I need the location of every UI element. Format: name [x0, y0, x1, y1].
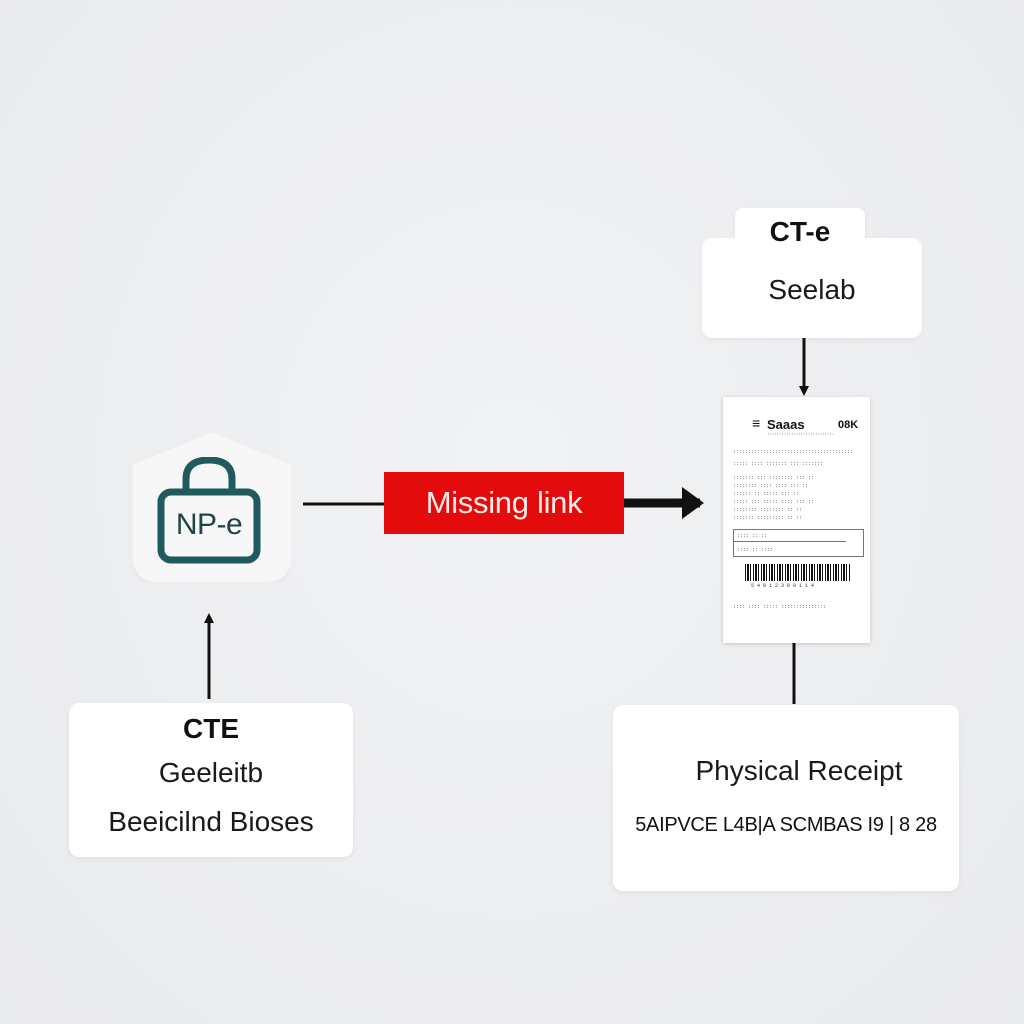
receipt-total-row: :::: :: ::::	[737, 547, 774, 553]
physical-receipt-title: Physical Receipt	[695, 755, 903, 786]
receipt-totals-divider	[733, 541, 846, 542]
missing-link-banner: Missing link	[384, 472, 624, 534]
receipt-logo-mark: ≡	[752, 417, 761, 433]
np-e-label: NP-e	[175, 508, 243, 541]
receipt-line: ::::: ::: ::::: :::: ::: ::	[733, 499, 815, 505]
cte-title: CTE	[183, 713, 239, 744]
physical-receipt-code: 5AIPVCE L4B|A SCMBAS I9 | 8 28	[635, 814, 937, 836]
receipt-total-row: :::: :: ::	[737, 533, 768, 539]
receipt-tagline: ::::::::::::::::::::::::::::	[767, 433, 835, 437]
receipt-barcode	[745, 564, 851, 581]
receipt-line: :::::: :: ::::: ::: ::	[733, 491, 800, 497]
cte-line-2: Beeicilnd Bioses	[108, 806, 314, 837]
cte-line-1: Geeleitb	[158, 757, 264, 788]
ct-e-card	[702, 238, 922, 338]
receipt-line: :::::::: :::: :::: ::: ::	[733, 483, 809, 489]
ct-e-subtitle: Seelab	[768, 274, 856, 305]
receipt-barcode-number: 5 4 9 1 2 3 0 0 1 1 4	[751, 583, 815, 589]
physical-receipt-card	[613, 705, 959, 891]
receipt-line: :::::::: :::::::: :: ::	[733, 507, 803, 513]
receipt-brand: Saaas	[767, 417, 805, 432]
cte-card	[69, 703, 353, 857]
receipt-footer: :::: :::: ::::: :::::::::::::::	[733, 604, 827, 610]
receipt-line: ::::::: ::::::::: :: ::	[733, 515, 803, 521]
receipt-image: ≡ Saaas 08K ::::::::::::::::::::::::::::…	[723, 397, 870, 643]
receipt-totals-box	[733, 529, 864, 557]
lock-icon	[157, 457, 261, 564]
ct-e-title: CT-e	[769, 216, 831, 247]
receipt-line: ::::: :::: ::::::: ::: :::::::	[733, 461, 824, 467]
receipt-line: ::::::: ::: :::::::: ::: ::	[733, 475, 815, 481]
receipt-corner: 08K	[838, 419, 859, 431]
receipt-header: ::::::::::::::::::::::::::::::::::::::::	[733, 449, 854, 455]
